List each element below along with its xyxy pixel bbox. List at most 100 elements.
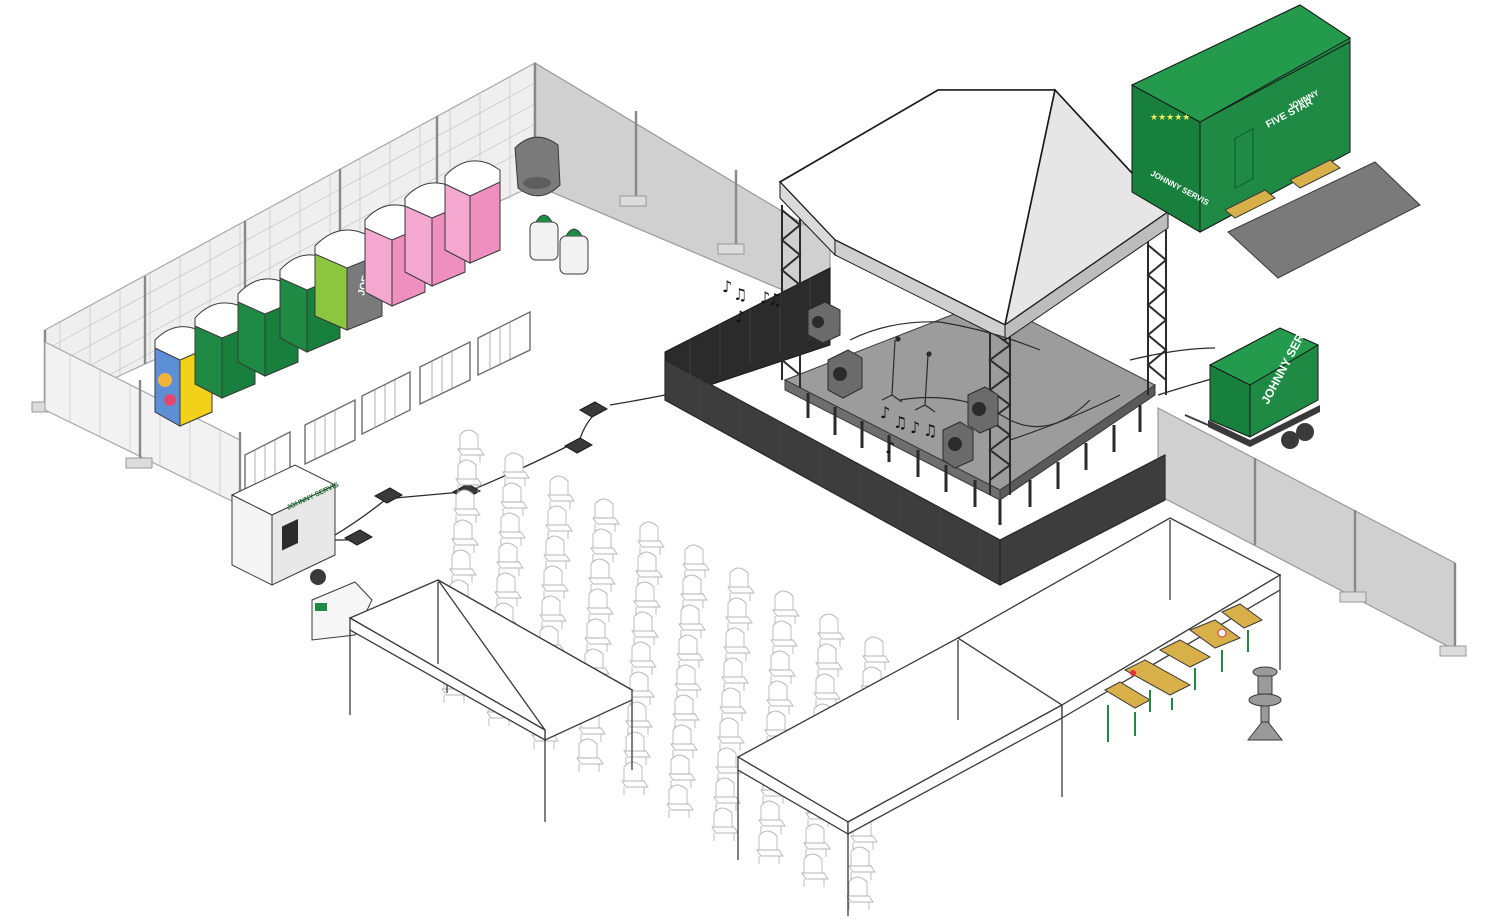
chair-icon [725, 597, 753, 631]
music-note-icon: ♪ [910, 418, 920, 437]
chair-icon [451, 519, 479, 553]
beer-table-row [1103, 603, 1263, 742]
chair-icon [678, 604, 706, 638]
tent-icon [736, 637, 1064, 916]
chair-icon [621, 761, 649, 795]
stage-icon [664, 88, 1170, 586]
chair-icon [547, 475, 575, 509]
chair-icon [768, 650, 796, 684]
crowd-barrier-icon [304, 398, 356, 466]
chair-icon [539, 595, 567, 629]
speaker-icon [942, 421, 974, 469]
music-note-icon: ♫ [923, 421, 937, 440]
crowd-barrier-icon [361, 370, 411, 436]
speaker-icon [967, 386, 999, 434]
chair-icon [629, 641, 657, 675]
chair-icon [500, 482, 528, 516]
chair-icon [717, 717, 745, 751]
chair-icon [713, 777, 741, 811]
beer-table-icon [1221, 603, 1263, 652]
urinal-icon [514, 136, 561, 197]
chair-icon [772, 590, 800, 624]
chair-icon [676, 634, 704, 668]
chair-icon [668, 754, 696, 788]
crowd-barrier-icon [477, 310, 531, 377]
beer-table-icon [1188, 619, 1242, 672]
fence-right [1157, 407, 1467, 657]
chair-icon [449, 549, 477, 583]
speaker-icon [807, 301, 841, 344]
beer-table-icon [1123, 659, 1192, 712]
chair-icon [635, 551, 663, 585]
chair-icon [846, 876, 874, 910]
crowd-barrier-row [244, 310, 531, 494]
chair-icon [682, 544, 710, 578]
speaker-icon [827, 349, 863, 399]
chair-icon [637, 521, 665, 555]
mic-stand-icon [881, 339, 903, 403]
music-note-icon: ♫ [768, 290, 782, 309]
music-note-icon: ♪ [735, 307, 745, 326]
music-note-icon: ♪ [885, 438, 895, 457]
hand-wash-icon [529, 214, 559, 261]
chair-icon [633, 581, 661, 615]
music-note-icon: ♪ [722, 277, 732, 296]
chair-icon [766, 680, 794, 714]
chair-icon [588, 558, 616, 592]
music-note-icon: ♪ [880, 403, 890, 422]
chair-icon [670, 724, 698, 758]
distribution-box-icon [578, 401, 609, 418]
speaker-row [807, 301, 999, 469]
chair-icon [666, 784, 694, 818]
chair-icon [711, 807, 739, 841]
truss-left-rear [780, 205, 802, 388]
chair-icon [627, 671, 655, 705]
chair-icon [502, 452, 530, 486]
truss-right [1146, 230, 1168, 395]
toilet-container-icon: ★★★★★ JOHNNY FIVE STAR JOHNNY SERVIS [1130, 4, 1421, 279]
chair-icon [592, 498, 620, 532]
beer-table-icon [1158, 639, 1212, 690]
music-note-icon: ♫ [893, 413, 907, 432]
chair-icon [756, 830, 784, 864]
chair-icon [803, 823, 831, 857]
chair-icon [719, 687, 747, 721]
chair-icon [801, 853, 829, 887]
chair-icon [455, 459, 483, 493]
chair-icon [584, 618, 612, 652]
trailer-icon: JOHNNY SERVIS [1184, 314, 1320, 449]
chair-icon [862, 636, 890, 670]
chair-icon [623, 731, 651, 765]
chair-icon [727, 567, 755, 601]
chair-icon [494, 572, 522, 606]
toilet-row: JOE [154, 160, 501, 427]
music-note-icon: ♫ [733, 285, 747, 304]
chair-icon [813, 673, 841, 707]
heater-icon [1246, 666, 1284, 741]
beer-table-icon [1103, 681, 1152, 742]
chair-icon [541, 565, 569, 599]
chair-icon [545, 505, 573, 539]
tent-icon [348, 579, 634, 822]
chair-icon [758, 800, 786, 834]
chair-icon [672, 694, 700, 728]
chair-icon [721, 657, 749, 691]
svg-text:★★★★★: ★★★★★ [1150, 112, 1190, 122]
chair-icon [815, 643, 843, 677]
chair-icon [576, 738, 604, 772]
music-note-icon: ♪ [760, 288, 770, 307]
chair-icon [770, 620, 798, 654]
chair-icon [680, 574, 708, 608]
mic-stand-icon [914, 354, 936, 413]
chair-icon [543, 535, 571, 569]
chair-icon [674, 664, 702, 698]
chair-icon [590, 528, 618, 562]
chair-icon [817, 613, 845, 647]
chair-icon [625, 701, 653, 735]
hand-wash-icon [559, 228, 589, 275]
chair-icon [586, 588, 614, 622]
crowd-barrier-icon [419, 340, 471, 406]
generator-icon: JOHNNY SERVIS [230, 464, 340, 586]
chair-icon [723, 627, 751, 661]
portable-toilet-icon [444, 160, 501, 264]
